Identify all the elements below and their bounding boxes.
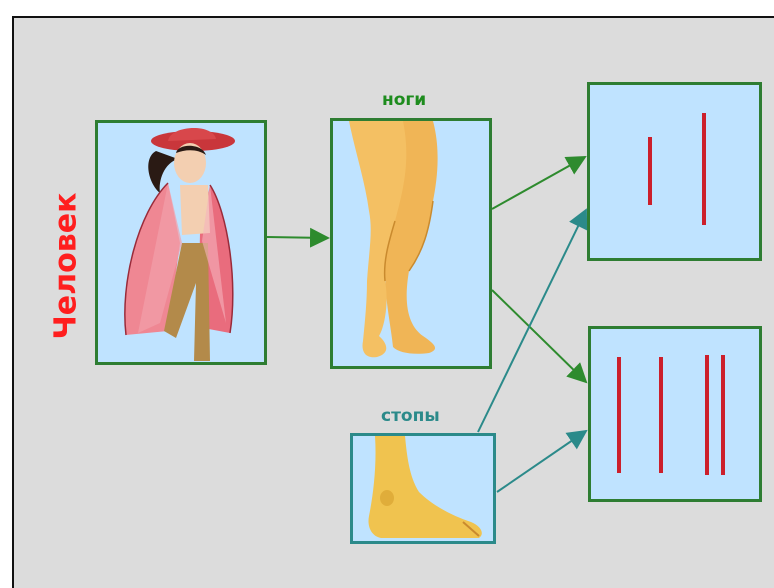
arrow-legs-to-upper — [492, 157, 585, 209]
arrow-foot-to-lower — [497, 431, 586, 492]
arrow-legs-to-lower — [492, 290, 586, 382]
arrow-person-to-legs — [267, 237, 328, 238]
arrow-foot-to-upper — [478, 210, 586, 432]
